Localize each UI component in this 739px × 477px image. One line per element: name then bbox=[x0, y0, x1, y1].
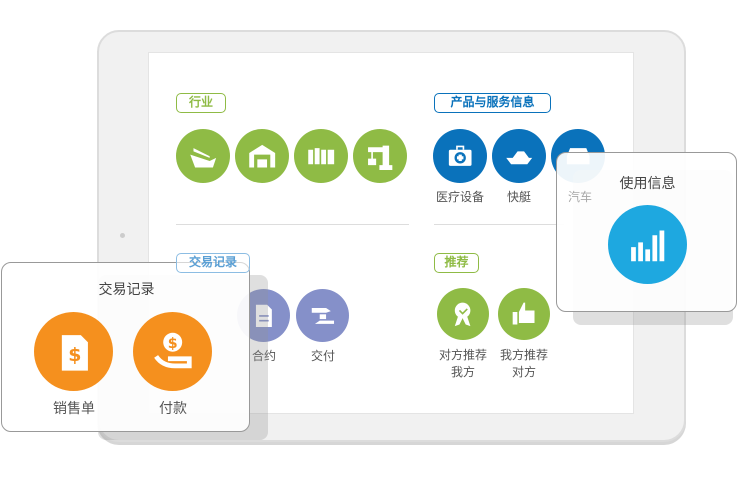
industry-tag: 行业 bbox=[176, 93, 226, 113]
recommend-tag: 推荐 bbox=[434, 253, 479, 273]
payment-icon[interactable]: $ bbox=[133, 312, 212, 391]
product-label: 医疗设备 bbox=[435, 190, 484, 204]
trade-label: 合约 bbox=[251, 349, 276, 363]
label-line: 我方推荐 bbox=[499, 348, 548, 362]
trade-popup[interactable]: 交易记录 $ $ 销售单 付款 bbox=[1, 262, 250, 432]
dollar-document-icon[interactable]: $ bbox=[34, 312, 113, 391]
recommend-label: 我方推荐对方 bbox=[489, 347, 559, 381]
trade-popup-title: 交易记录 bbox=[98, 282, 155, 298]
warehouse-icon[interactable] bbox=[235, 129, 289, 183]
recommend-label: 对方推荐我方 bbox=[428, 347, 498, 381]
tablet-camera bbox=[120, 233, 125, 238]
product-label: 快艇 bbox=[506, 190, 531, 204]
product-tag: 产品与服务信息 bbox=[434, 93, 551, 113]
product-label: 汽车 bbox=[567, 190, 592, 204]
divider bbox=[434, 224, 564, 225]
trade-popup-label: 付款 bbox=[159, 401, 187, 417]
usage-popup[interactable]: 使用信息 bbox=[556, 152, 737, 312]
trade-label: 交付 bbox=[310, 349, 335, 363]
label-line: 我方 bbox=[450, 365, 475, 379]
divider bbox=[176, 224, 409, 225]
usage-popup-title: 使用信息 bbox=[619, 176, 676, 192]
ship-icon[interactable] bbox=[176, 129, 230, 183]
medical-kit-icon[interactable] bbox=[433, 129, 487, 183]
award-icon[interactable] bbox=[437, 288, 489, 340]
trade-tag: 交易记录 bbox=[176, 253, 250, 273]
label-line: 对方 bbox=[511, 365, 536, 379]
crane-icon[interactable] bbox=[353, 129, 407, 183]
label-line: 对方推荐 bbox=[438, 348, 487, 362]
bar-chart-icon[interactable] bbox=[608, 205, 687, 284]
trade-popup-label: 销售单 bbox=[53, 401, 95, 417]
speedboat-icon[interactable] bbox=[492, 129, 546, 183]
svg-text:$: $ bbox=[68, 344, 81, 366]
container-icon[interactable] bbox=[294, 129, 348, 183]
svg-text:$: $ bbox=[168, 336, 178, 352]
handover-icon[interactable] bbox=[296, 289, 349, 342]
thumbs-up-icon[interactable] bbox=[498, 288, 550, 340]
